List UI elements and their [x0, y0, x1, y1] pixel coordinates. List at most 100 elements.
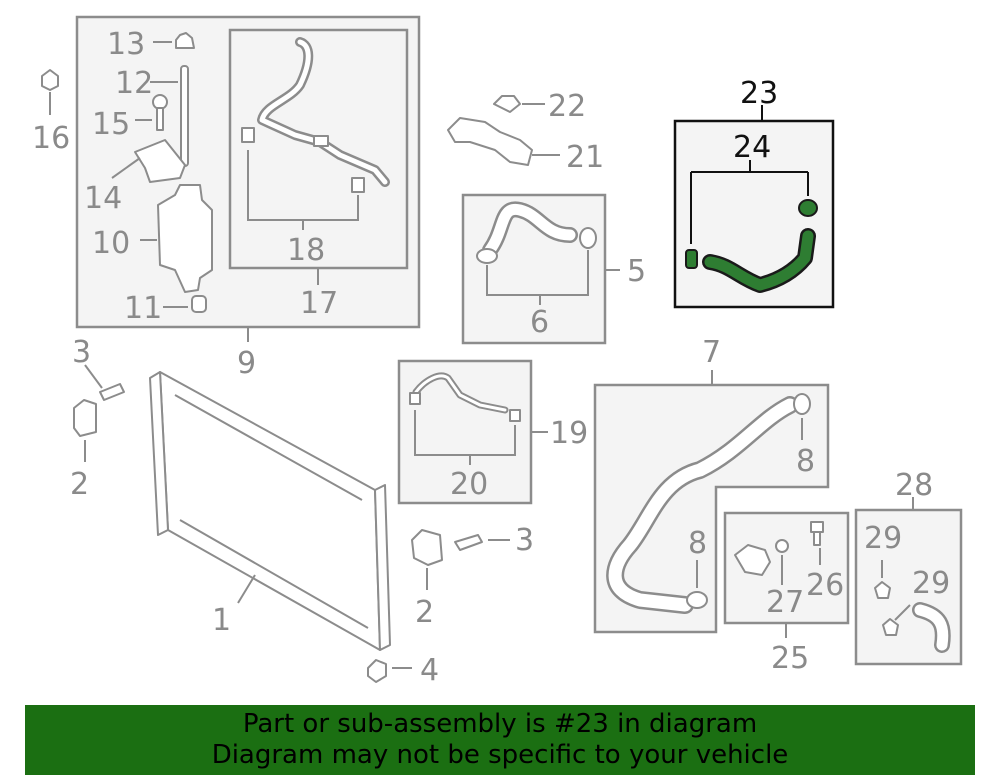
- bolt-3b: [454, 534, 483, 551]
- hose-23-fill: [704, 230, 814, 291]
- hose-7-group: [593, 370, 830, 634]
- notice-line-1: Part or sub-assembly is #23 in diagram: [242, 709, 758, 739]
- clamp-8b: [686, 591, 708, 609]
- callout-9: 9: [237, 346, 256, 381]
- hose-23-group: [673, 105, 835, 309]
- callout-4: 4: [420, 653, 439, 688]
- reservoir-tank: [157, 184, 213, 293]
- callout-3-right: 3: [515, 523, 534, 558]
- callout-6: 6: [530, 305, 549, 340]
- callout-19: 19: [550, 416, 588, 451]
- leaders-29: [881, 560, 911, 621]
- callout-7: 7: [702, 335, 721, 370]
- bolt-15-shank: [156, 107, 164, 131]
- sensor-housing: [734, 544, 771, 576]
- radiator-core: [159, 371, 381, 651]
- nut-16: [41, 69, 59, 91]
- leaders-25: [781, 548, 821, 585]
- callout-21: 21: [566, 140, 604, 175]
- leader-3a: [84, 364, 103, 389]
- callout-28: 28: [895, 468, 933, 503]
- radiator-fins: [174, 394, 369, 629]
- callout-8-lower: 8: [688, 526, 707, 561]
- parts-diagram: 1 2 2 3 3 4 5 6 7 8 8 9 10 11 12 13 14 1…: [32, 15, 963, 688]
- leader-1: [237, 574, 256, 604]
- callout-10: 10: [92, 226, 130, 261]
- callout-11: 11: [124, 291, 162, 326]
- callout-2-right: 2: [415, 595, 434, 630]
- clip-18c: [313, 135, 329, 147]
- outlet-group: [447, 95, 560, 166]
- hose-7-box: [593, 383, 830, 634]
- leader-20: [414, 410, 516, 465]
- radiator-tank-right: [374, 484, 391, 651]
- hose-28-group: [854, 497, 963, 666]
- hose-28-fill: [914, 604, 949, 651]
- clip-18b: [351, 177, 365, 193]
- callout-8-upper: 8: [796, 444, 815, 479]
- callout-2-left: 2: [70, 467, 89, 502]
- callout-25: 25: [771, 641, 809, 676]
- callout-16: 16: [32, 121, 70, 156]
- bracket: [134, 139, 186, 183]
- callout-5: 5: [627, 254, 646, 289]
- sensor-26: [810, 521, 824, 546]
- bolt-15: [152, 94, 168, 110]
- radiator-group: [73, 364, 510, 683]
- reservoir-seal: [191, 295, 207, 313]
- clamp-6b: [579, 227, 597, 249]
- callout-29-upper: 29: [864, 521, 902, 556]
- callout-12: 12: [115, 66, 153, 101]
- leaders-8: [696, 418, 803, 588]
- hose-5-group: [461, 193, 620, 345]
- bracket-2b: [411, 529, 443, 566]
- callout-23: 23: [740, 76, 778, 111]
- leader-24: [690, 160, 809, 244]
- callout-20: 20: [450, 467, 488, 502]
- clip-18a: [241, 127, 255, 143]
- callout-27: 27: [766, 585, 804, 620]
- notice-line-2: Diagram may not be specific to your vehi…: [211, 740, 789, 770]
- callout-26: 26: [806, 568, 844, 603]
- callout-24: 24: [733, 130, 771, 165]
- leaders-left: [111, 41, 188, 308]
- callout-29-lower: 29: [912, 566, 950, 601]
- callout-18: 18: [287, 233, 325, 268]
- mount-4: [367, 659, 387, 683]
- gasket-22: [493, 95, 521, 113]
- hose-19-fill: [414, 374, 507, 412]
- callout-labels: 1 2 2 3 3 4 5 6 7 8 8 9 10 11 12 13 14 1…: [32, 27, 950, 688]
- clamp-24a: [685, 249, 698, 269]
- hose-18-fill: [259, 39, 388, 185]
- callout-15: 15: [92, 107, 130, 142]
- reservoir-cap: [175, 32, 195, 49]
- sensor-group: [723, 511, 850, 638]
- clamp-24b: [798, 199, 818, 217]
- clip-20a: [409, 392, 421, 405]
- bracket-2a: [73, 399, 97, 437]
- bolt-3a: [99, 383, 125, 401]
- clip-20b: [509, 409, 521, 422]
- clamp-6a: [476, 248, 498, 264]
- leaders-21-22: [522, 103, 560, 156]
- callout-22: 22: [548, 89, 586, 124]
- callout-3-left: 3: [72, 335, 91, 370]
- leader-6: [486, 250, 589, 305]
- callout-17: 17: [300, 286, 338, 321]
- callout-14: 14: [84, 181, 122, 216]
- level-rod: [180, 65, 189, 167]
- outlet-21: [447, 117, 533, 166]
- clamp-29b: [882, 618, 899, 636]
- callout-13: 13: [107, 27, 145, 62]
- hose-19-group: [397, 359, 548, 505]
- hose-7-fill: [608, 398, 797, 612]
- reservoir-group: [75, 15, 421, 342]
- radiator-tank-left: [149, 371, 169, 536]
- hose-5-fill: [484, 203, 576, 256]
- clamp-8a: [793, 393, 811, 415]
- clamp-29a: [874, 581, 891, 599]
- notice-banner: Part or sub-assembly is #23 in diagram D…: [25, 705, 975, 775]
- washer-27: [775, 539, 789, 553]
- callout-1: 1: [212, 603, 231, 638]
- leader-18: [247, 150, 359, 230]
